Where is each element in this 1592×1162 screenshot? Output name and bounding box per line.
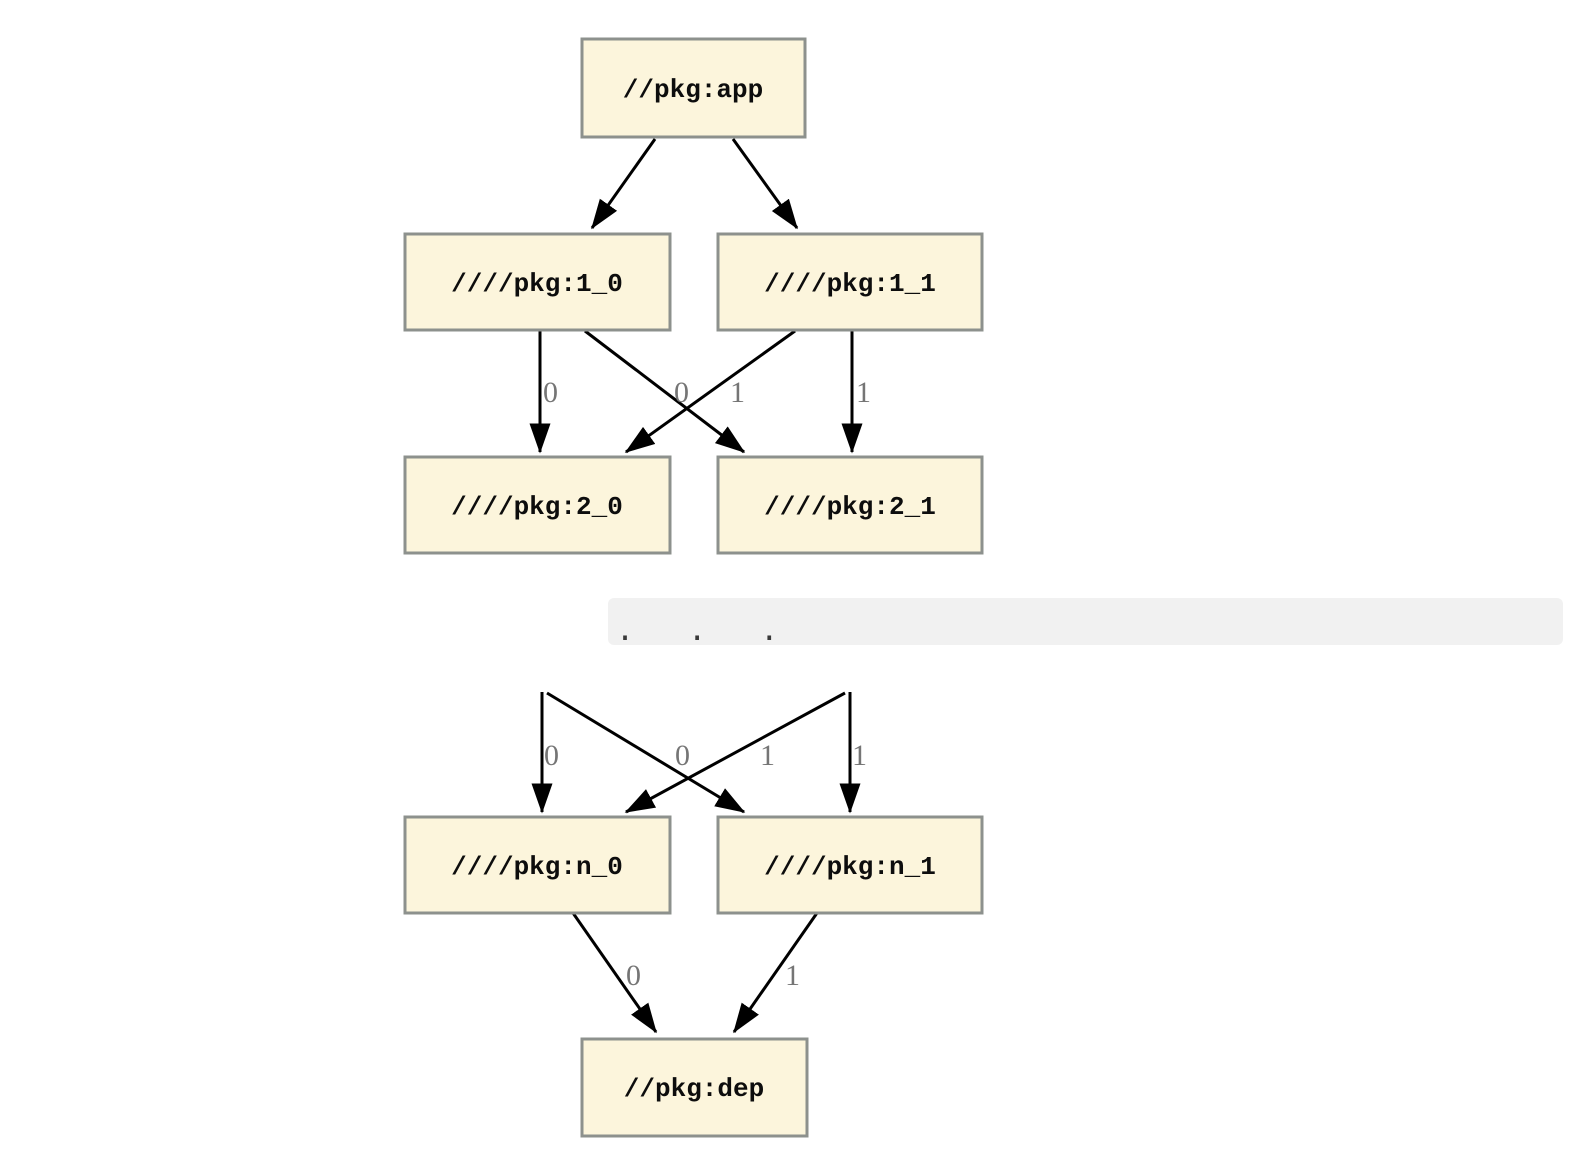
node-label-pkg-2-0: ////pkg:2_0 [451,492,623,522]
node-label-pkg-1-0: ////pkg:1_0 [451,269,623,299]
node-pkg-1-1: ////pkg:1_1 [716,232,984,332]
edge-1-1-to-2-0 [624,329,796,454]
node-pkg-1-0: ////pkg:1_0 [403,232,672,332]
edge-label-n-1-to-dep: 1 [785,959,800,992]
edge-n-0-to-dep [571,912,658,1034]
edge-label-top-to-n-1: 1 [852,739,867,772]
edge-cross-to-n-0 [624,691,846,814]
node-label-pkg-1-1: ////pkg:1_1 [764,269,936,299]
edge-1-0-to-2-1 [584,329,746,454]
node-pkg-app: //pkg:app [580,37,807,139]
node-box-pkg-2-0 [403,455,672,555]
edge-app-to-1-0 [590,138,657,230]
edge-n-1-to-dep [732,912,819,1034]
node-box-pkg-dep [580,1037,809,1138]
node-pkg-2-1: ////pkg:2_1 [716,455,984,555]
edge-label-1-1-to-2-1: 1 [856,376,871,409]
ellipsis-dots: . . . [616,613,796,648]
edge-label-n-0-to-dep: 0 [626,959,641,992]
node-box-pkg-app [580,37,807,139]
node-label-pkg-dep: //pkg:dep [624,1074,764,1104]
node-pkg-n-0: ////pkg:n_0 [403,815,672,915]
node-box-pkg-1-1 [716,232,984,332]
node-box-pkg-n-0 [403,815,672,915]
edge-label-cross-to-n-0: 0 [675,739,690,772]
edge-label-cross-to-n-1: 1 [760,739,775,772]
node-label-pkg-n-1: ////pkg:n_1 [764,852,936,882]
node-pkg-2-0: ////pkg:2_0 [403,455,672,555]
edge-app-to-1-1 [731,138,799,230]
node-box-pkg-2-1 [716,455,984,555]
edge-label-1-0-to-2-0: 0 [543,376,558,409]
node-label-pkg-n-0: ////pkg:n_0 [451,852,623,882]
node-label-pkg-2-1: ////pkg:2_1 [764,492,936,522]
ellipsis-band [608,598,1563,645]
node-box-pkg-1-0 [403,232,672,332]
node-label-pkg-app: //pkg:app [623,75,763,105]
edge-cross-to-n-1 [546,691,746,814]
edge-labels-group: 0 0 1 1 0 0 1 1 0 1 [543,376,871,992]
node-box-pkg-n-1 [716,815,984,915]
edge-label-1-1-to-2-0: 0 [674,376,689,409]
edge-label-1-0-to-2-1: 1 [730,376,745,409]
node-pkg-dep: //pkg:dep [580,1037,809,1138]
node-pkg-n-1: ////pkg:n_1 [716,815,984,915]
edges-group [529,138,863,1034]
edge-label-top-to-n-0: 0 [544,739,559,772]
